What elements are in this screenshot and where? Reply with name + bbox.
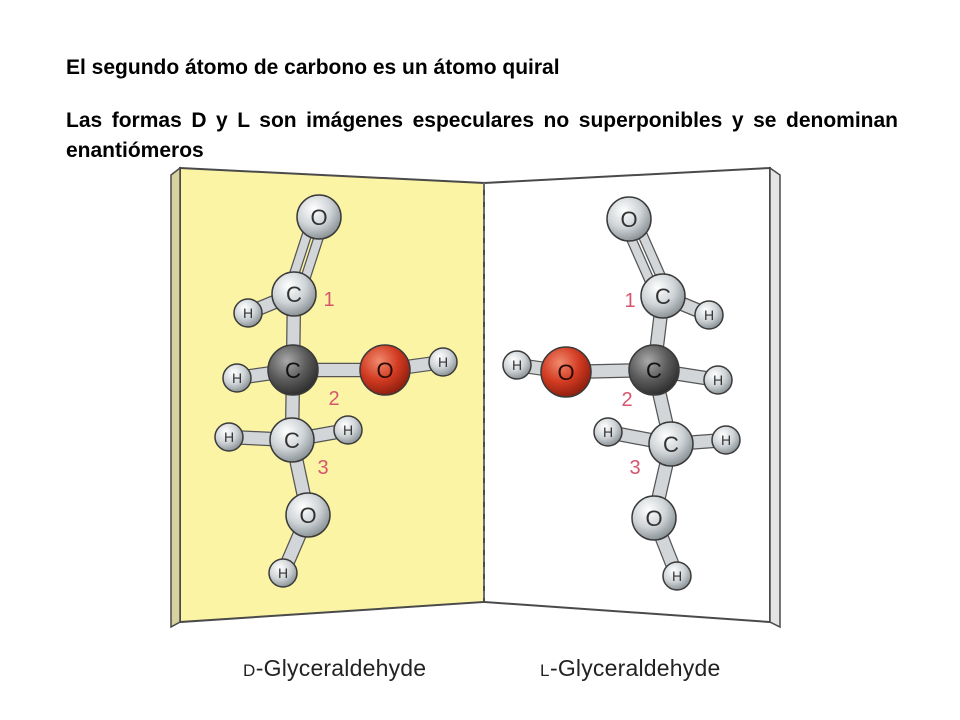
l-atom-o1 <box>606 196 652 242</box>
d-atom-o2-label: O <box>376 358 393 383</box>
l-carbon-number-1: 1 <box>624 290 635 312</box>
d-atom-c1 <box>271 271 317 317</box>
d-glyceraldehyde-model: O C H C O H H C H H O H 1 2 3 <box>214 194 458 588</box>
l-prefix: L <box>540 661 550 680</box>
l-atom-o2 <box>540 346 592 398</box>
l-glyceraldehyde-caption: L-Glyceraldehyde <box>540 655 720 682</box>
d-atom-c3 <box>269 417 315 463</box>
d-atom-h4 <box>214 422 244 452</box>
l-atom-h2 <box>502 350 532 380</box>
d-atom-h6 <box>268 558 298 588</box>
d-atom-h6-label: H <box>278 565 288 581</box>
d-atom-h5 <box>333 415 363 445</box>
l-atom-h2-label: H <box>512 357 522 373</box>
d-glyceraldehyde-caption: D-Glyceraldehyde <box>243 655 426 682</box>
l-name: -Glyceraldehyde <box>549 655 721 681</box>
l-atom-h1 <box>694 300 724 330</box>
right-page-edge <box>769 166 781 629</box>
d-atom-c1-label: C <box>286 282 302 307</box>
d-carbon-number-3: 3 <box>317 457 328 479</box>
d-atom-o1 <box>296 194 342 240</box>
l-atom-h5-label: H <box>721 432 731 448</box>
l-atom-o3 <box>631 495 677 541</box>
l-atom-o2-label: O <box>557 360 574 385</box>
d-carbon-number-1: 1 <box>323 289 334 311</box>
l-glyceraldehyde-model: O C H C O H H C H H O H 1 2 3 <box>502 196 741 591</box>
l-atom-h5 <box>711 425 741 455</box>
d-atom-h3-label: H <box>232 370 242 386</box>
d-atom-o3-label: O <box>299 503 316 528</box>
l-atom-c2-label: C <box>646 358 662 383</box>
l-atom-h3-label: H <box>713 372 723 388</box>
d-atom-c3-label: C <box>284 428 300 453</box>
d-carbon-number-2: 2 <box>328 388 339 410</box>
d-atom-c2-label: C <box>285 358 301 383</box>
d-atom-h3 <box>222 363 252 393</box>
d-atom-o2 <box>359 344 411 396</box>
d-atom-h1-label: H <box>243 305 253 321</box>
d-atom-c2 <box>267 344 319 396</box>
l-atom-h1-label: H <box>704 307 714 323</box>
d-atom-h4-label: H <box>224 429 234 445</box>
d-atom-h2-label: H <box>438 354 448 370</box>
left-page-edge <box>170 166 181 629</box>
l-atom-h4 <box>593 417 623 447</box>
l-atom-o3-label: O <box>645 506 662 531</box>
l-atom-h6 <box>662 561 692 591</box>
l-carbon-number-2: 2 <box>621 389 632 411</box>
d-atom-h5-label: H <box>343 422 353 438</box>
l-atom-c1-label: C <box>655 284 671 309</box>
l-atom-c3 <box>648 421 694 467</box>
slide-title: El segundo átomo de carbono es un átomo … <box>66 56 560 79</box>
l-carbon-number-3: 3 <box>629 457 640 479</box>
l-atom-o1-label: O <box>620 207 637 232</box>
d-name: -Glyceraldehyde <box>255 655 427 681</box>
l-atom-h3 <box>703 365 733 395</box>
d-prefix: D <box>243 661 256 680</box>
d-atom-h1 <box>233 298 263 328</box>
l-atom-c1 <box>640 273 686 319</box>
slide-subtitle: Las formas D y L son imágenes especulare… <box>66 109 898 162</box>
l-atom-c3-label: C <box>663 432 679 457</box>
l-atom-h6-label: H <box>672 568 682 584</box>
d-atom-o1-label: O <box>310 205 327 230</box>
d-atom-o3 <box>285 492 331 538</box>
l-atom-h4-label: H <box>603 424 613 440</box>
d-atom-h2 <box>428 347 458 377</box>
l-atom-c2 <box>628 344 680 396</box>
